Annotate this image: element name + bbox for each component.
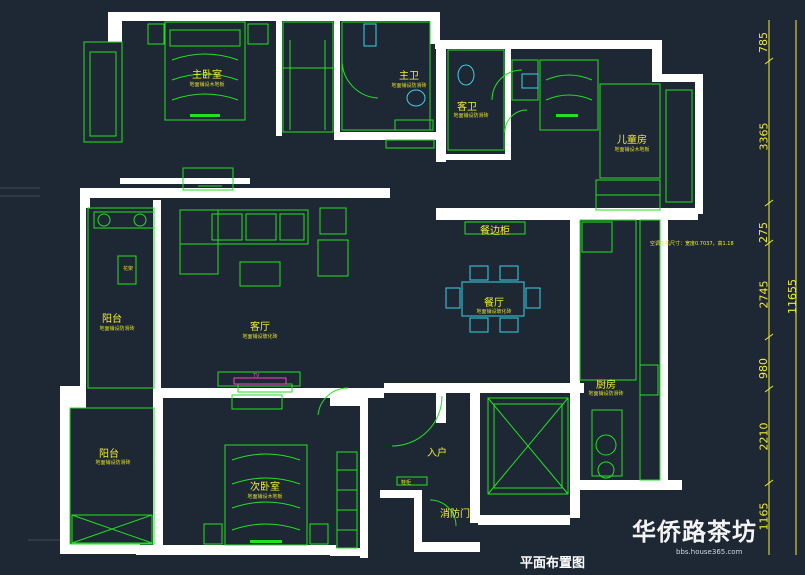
furniture [69,21,693,549]
room-living: 客厅 [250,322,270,333]
room-kids-floor: 地面铺设木地板 [614,147,650,153]
dim-275: 275 [757,222,770,243]
room-second-bedroom: 次卧室 [250,482,280,493]
tv-outline [233,377,287,385]
tv-label: TV [253,373,260,379]
room-wine-cabinet: 餐边柜 [480,226,510,237]
room-fire-door: 消防门 [440,509,470,520]
dimension-line [764,20,797,555]
room-kitchen-floor: 地面铺设防滑砖 [588,391,624,397]
ac-note: 空调主机尺寸：宽度0.7037，高1.18 [650,241,734,247]
drawing-title: 平面布置图 [520,556,586,571]
room-master-bath: 主卫 [399,71,419,82]
shoe-cabinet-label: 鞋柜 [400,480,412,486]
room-balcony-1-floor: 地面铺设防滑砖 [99,326,135,332]
dim-785: 785 [757,32,770,53]
room-balcony-2-floor: 地面铺设防滑砖 [95,460,131,466]
plant-rack-label: 花架 [122,266,134,272]
dim-980: 980 [757,358,770,379]
dim-3365: 3365 [757,122,771,151]
room-kids: 儿童房 [617,135,647,146]
room-entrance: 入户 [427,448,447,459]
room-second-bedroom-floor: 地面铺设木地板 [247,494,283,500]
room-master-bedroom: 主卧室 [192,70,222,81]
room-dining: 餐厅 [484,298,504,309]
watermark-url: bbs.house365.com [676,548,743,556]
bed-accents [190,114,578,543]
fixtures [363,23,541,333]
room-master-bath-floor: 地面铺设防滑砖 [391,83,427,89]
dim-1165: 1165 [757,502,771,531]
room-dining-floor: 地面铺设玻化砖 [476,309,512,315]
dim-2745: 2745 [757,280,771,309]
dim-11655: 11655 [786,279,799,314]
room-guest-bath: 客卫 [457,102,477,113]
room-guest-bath-floor: 地面铺设防滑砖 [453,113,489,119]
room-kitchen: 厨房 [596,380,616,391]
watermark-brand: 华侨路茶坊 [632,518,757,546]
walls [60,12,703,558]
room-balcony-1: 阳台 [102,314,122,325]
room-master-bedroom-floor: 地面铺设木地板 [189,82,225,88]
room-living-floor: 地面铺设玻化砖 [242,334,278,340]
dim-2210: 2210 [757,422,771,451]
room-balcony-2: 阳台 [99,449,119,460]
